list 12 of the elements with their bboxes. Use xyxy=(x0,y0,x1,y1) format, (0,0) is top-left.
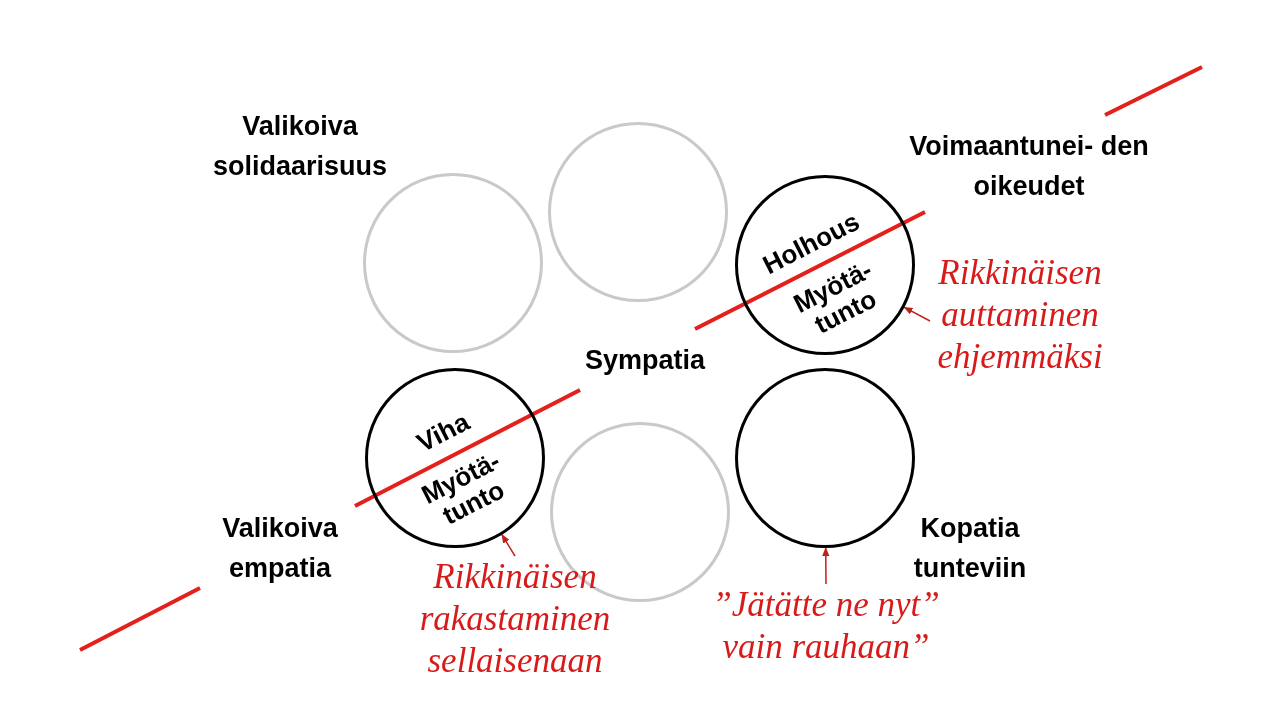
term-label: Valikoiva empatia xyxy=(221,512,339,585)
term-label: Kopatia tunteviin xyxy=(912,512,1028,585)
arrow xyxy=(501,534,516,557)
script-note: Rikkinäisen rakastaminen sellaisenaan xyxy=(418,556,612,682)
term-label: Valikoiva solidaarisuus xyxy=(211,110,389,183)
script-note: ”Jätätte ne nyt” vain rauhaan” xyxy=(711,584,941,668)
script-note: Rikkinäisen auttaminen ehjemmäksi xyxy=(936,252,1104,378)
arrow xyxy=(903,306,931,322)
term-label: Voimaantunei- den oikeudet xyxy=(908,130,1150,203)
term-label: Sympatia xyxy=(583,344,707,377)
arrow xyxy=(822,547,830,585)
circle-label: Viha xyxy=(410,405,475,458)
